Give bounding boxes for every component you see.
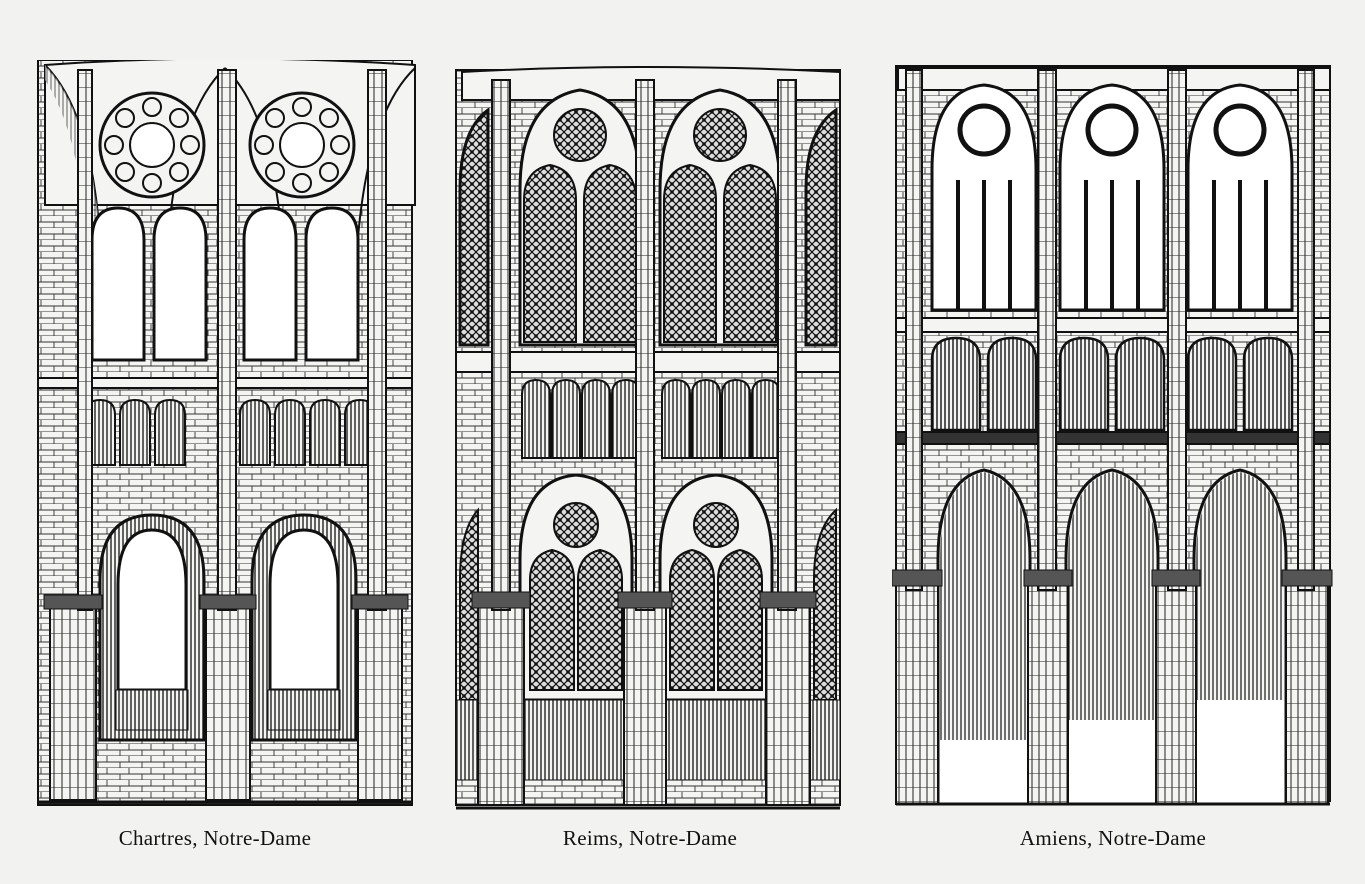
reims-caption: Reims, Notre-Dame	[562, 826, 738, 850]
chartres-rose-window-right	[248, 91, 356, 199]
chartres-elevation-drawing	[37, 60, 416, 806]
amiens-elevation	[892, 60, 1334, 808]
amiens-elevation-drawing	[892, 65, 1333, 806]
reims-elevation-drawing	[455, 66, 841, 810]
chartres-rose-window-left	[98, 91, 206, 199]
reims-rose-window	[553, 108, 747, 162]
chartres-elevation	[30, 60, 420, 810]
amiens-rose-window	[957, 103, 1267, 157]
chartres-caption: Chartres, Notre-Dame	[118, 826, 312, 850]
amiens-caption: Amiens, Notre-Dame	[1019, 826, 1207, 850]
reims-elevation	[452, 60, 844, 812]
